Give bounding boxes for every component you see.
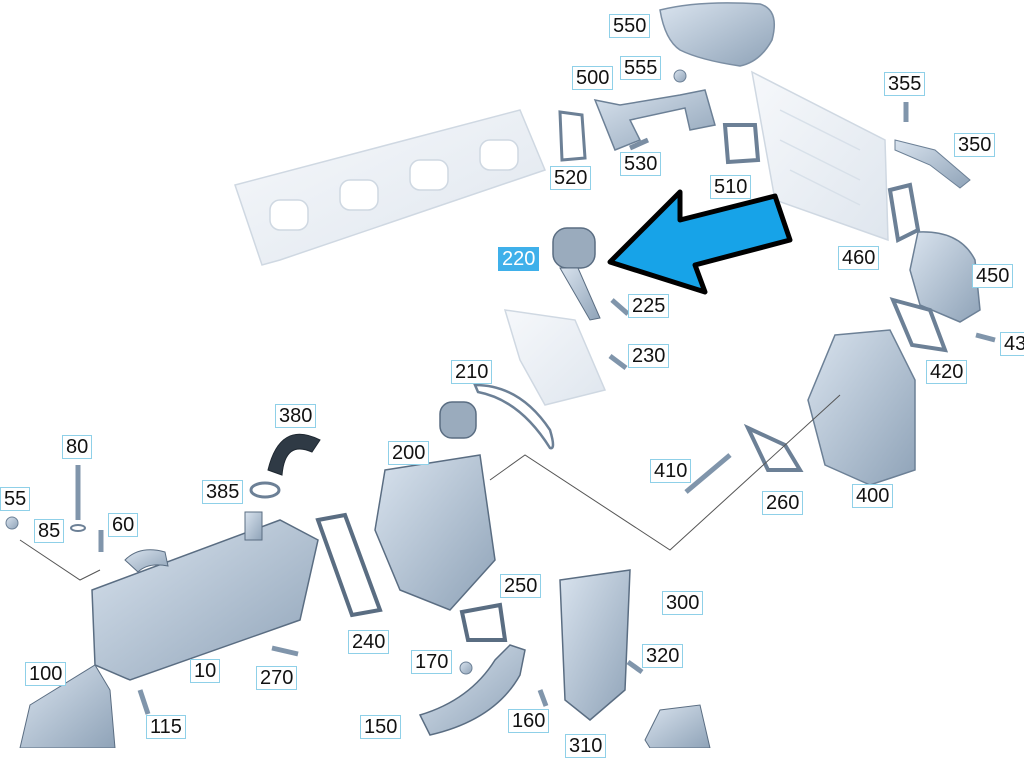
callout-450: 450 xyxy=(972,264,1014,288)
bracket-310 xyxy=(644,704,711,749)
seal-ring-210 xyxy=(473,383,555,450)
egr-cooler-plate-ghost xyxy=(750,70,889,242)
bracket-100 xyxy=(19,664,116,749)
callout-400: 400 xyxy=(852,484,894,508)
callout-530: 530 xyxy=(620,152,662,176)
vacuum-unit-bracket-ghost xyxy=(503,309,607,406)
hose-380 xyxy=(267,433,321,476)
bolt-43 xyxy=(975,332,996,343)
exhaust-manifold-ghost xyxy=(234,109,547,266)
clamp-385 xyxy=(249,481,281,499)
bracket-300 xyxy=(559,569,631,721)
callout-380: 380 xyxy=(275,404,317,428)
callout-270: 270 xyxy=(256,666,298,690)
callout-310: 310 xyxy=(565,734,607,758)
callout-250: 250 xyxy=(500,574,542,598)
callout-200: 200 xyxy=(388,441,430,465)
pipe-150 xyxy=(418,644,526,736)
egr-housing-400 xyxy=(807,329,916,486)
callout-410: 410 xyxy=(650,459,692,483)
callout-170: 170 xyxy=(411,650,453,674)
egr-valve-200 xyxy=(374,401,496,611)
callout-240: 240 xyxy=(348,630,390,654)
bolt-225 xyxy=(610,298,630,316)
callout-115: 115 xyxy=(146,715,186,739)
callout-460: 460 xyxy=(838,246,880,270)
callout-510: 510 xyxy=(710,175,752,199)
callout-550: 550 xyxy=(609,14,651,38)
heat-shield-550 xyxy=(659,2,775,67)
leader-line xyxy=(19,539,101,581)
bolt-410 xyxy=(684,453,732,494)
bolt-55 xyxy=(5,516,19,530)
bolt-270 xyxy=(271,645,299,657)
vacuum-actuator-220 xyxy=(552,227,601,321)
gasket-260 xyxy=(743,423,804,472)
bracket-350 xyxy=(894,139,971,189)
gasket-460 xyxy=(887,182,921,244)
callout-500: 500 xyxy=(572,66,614,90)
egr-valve-450 xyxy=(909,231,981,323)
callout-160: 160 xyxy=(508,709,550,733)
callout-225: 225 xyxy=(628,294,670,318)
callout-43: 43 xyxy=(1000,332,1024,356)
washer-85 xyxy=(70,524,86,532)
callout-220: 220 xyxy=(498,247,540,271)
callout-55: 55 xyxy=(0,487,31,511)
callout-555: 555 xyxy=(620,56,662,80)
callout-355: 355 xyxy=(884,72,926,96)
callout-385: 385 xyxy=(202,480,244,504)
gasket-520 xyxy=(558,110,587,162)
bolt-530 xyxy=(628,137,650,151)
leader-line xyxy=(489,394,841,551)
gasket-250 xyxy=(459,602,508,642)
callout-100: 100 xyxy=(25,662,67,686)
callout-85: 85 xyxy=(34,519,65,543)
callout-420: 420 xyxy=(926,360,968,384)
bolt-555 xyxy=(673,69,687,83)
gasket-510 xyxy=(722,123,761,165)
egr-pipe-500 xyxy=(593,89,716,151)
callout-10: 10 xyxy=(190,659,221,683)
callout-350: 350 xyxy=(954,133,996,157)
bolt-230 xyxy=(608,354,628,370)
callout-320: 320 xyxy=(642,644,684,668)
bolt-115 xyxy=(137,689,151,715)
highlight-arrow xyxy=(607,189,793,295)
bolt-160 xyxy=(537,689,549,707)
callout-150: 150 xyxy=(360,715,402,739)
callout-520: 520 xyxy=(550,166,592,190)
callout-230: 230 xyxy=(628,344,670,368)
gasket-420 xyxy=(889,296,949,353)
callout-260: 260 xyxy=(762,491,804,515)
bolt-170 xyxy=(459,661,473,675)
callout-60: 60 xyxy=(108,513,139,537)
callout-80: 80 xyxy=(62,435,93,459)
egr-cooler-10 xyxy=(91,511,319,681)
gasket-240 xyxy=(315,512,383,618)
callout-300: 300 xyxy=(662,591,704,615)
bolt-320 xyxy=(626,659,644,675)
callout-210: 210 xyxy=(451,360,493,384)
